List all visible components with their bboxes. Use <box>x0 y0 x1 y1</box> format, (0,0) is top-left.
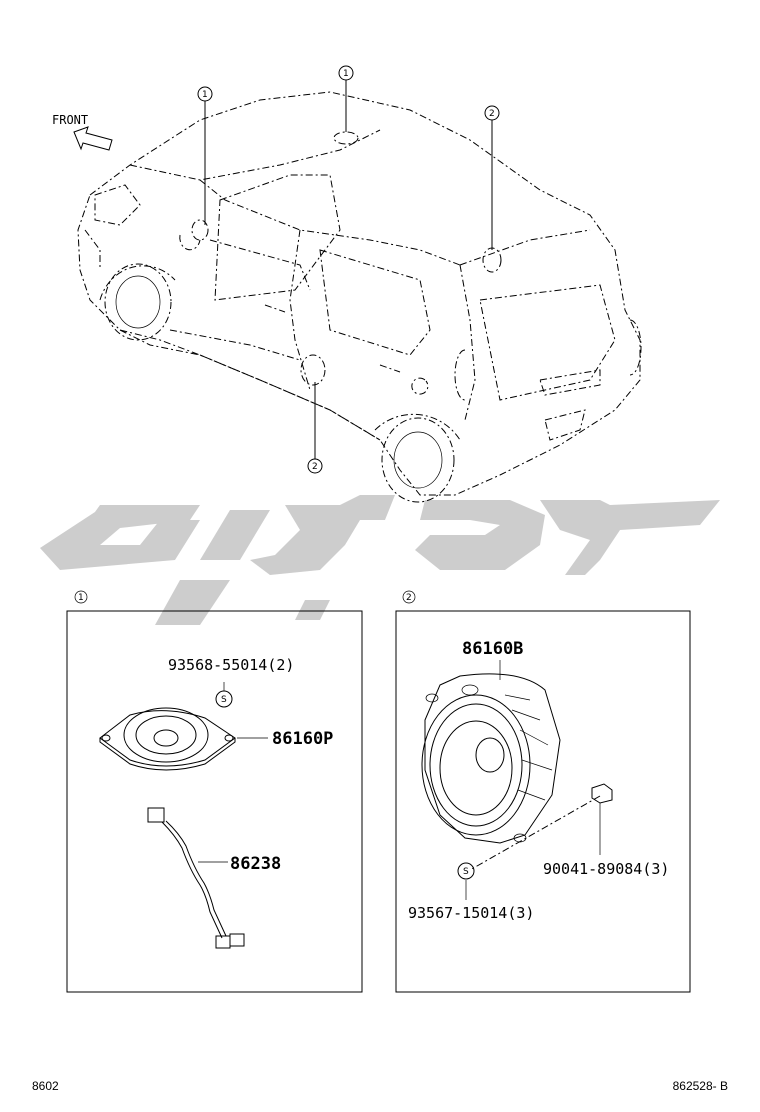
speaker-spot-door <box>300 354 326 386</box>
vehicle-outline <box>77 91 642 503</box>
part-label-93567-15014: 93567-15014(3) <box>408 904 534 922</box>
part-label-86160b: 86160B <box>462 639 523 659</box>
footer-right-code: 862528- B <box>673 1079 728 1093</box>
part-label-86238: 86238 <box>230 854 281 874</box>
callout-1b: 1 <box>343 69 349 79</box>
screw-s-label-1: S <box>221 695 227 705</box>
front-arrow <box>73 126 113 151</box>
panel-2-id: 2 <box>406 593 412 603</box>
location-callouts <box>197 65 500 474</box>
part-label-86160p: 86160P <box>272 729 333 749</box>
footer-left-code: 8602 <box>32 1079 59 1093</box>
panel-1-frame <box>66 590 363 993</box>
speaker-spot-roof-front <box>333 131 359 145</box>
part-label-93568-55014: 93568-55014(2) <box>168 656 294 674</box>
screw-s-symbol-panel2 <box>457 862 475 900</box>
speaker-86160b-drawing <box>421 673 561 844</box>
speaker-spot-rear <box>482 247 502 273</box>
callout-2a: 2 <box>489 109 495 119</box>
part-label-90041-89084: 90041-89084(3) <box>543 860 669 878</box>
callout-2b: 2 <box>312 462 318 472</box>
speaker-spot-dash <box>191 219 209 241</box>
screw-s-label-2: S <box>463 867 469 877</box>
panel-2-frame <box>395 590 691 993</box>
front-label: FRONT <box>52 113 88 127</box>
callout-1a: 1 <box>202 90 208 100</box>
wire-harness-drawing <box>147 807 245 949</box>
speaker-86160p-drawing <box>99 707 236 771</box>
watermark-logo <box>40 495 720 625</box>
panel-1-id: 1 <box>78 593 84 603</box>
clip-drawing <box>591 783 613 855</box>
screw-s-symbol-panel1 <box>215 682 233 708</box>
